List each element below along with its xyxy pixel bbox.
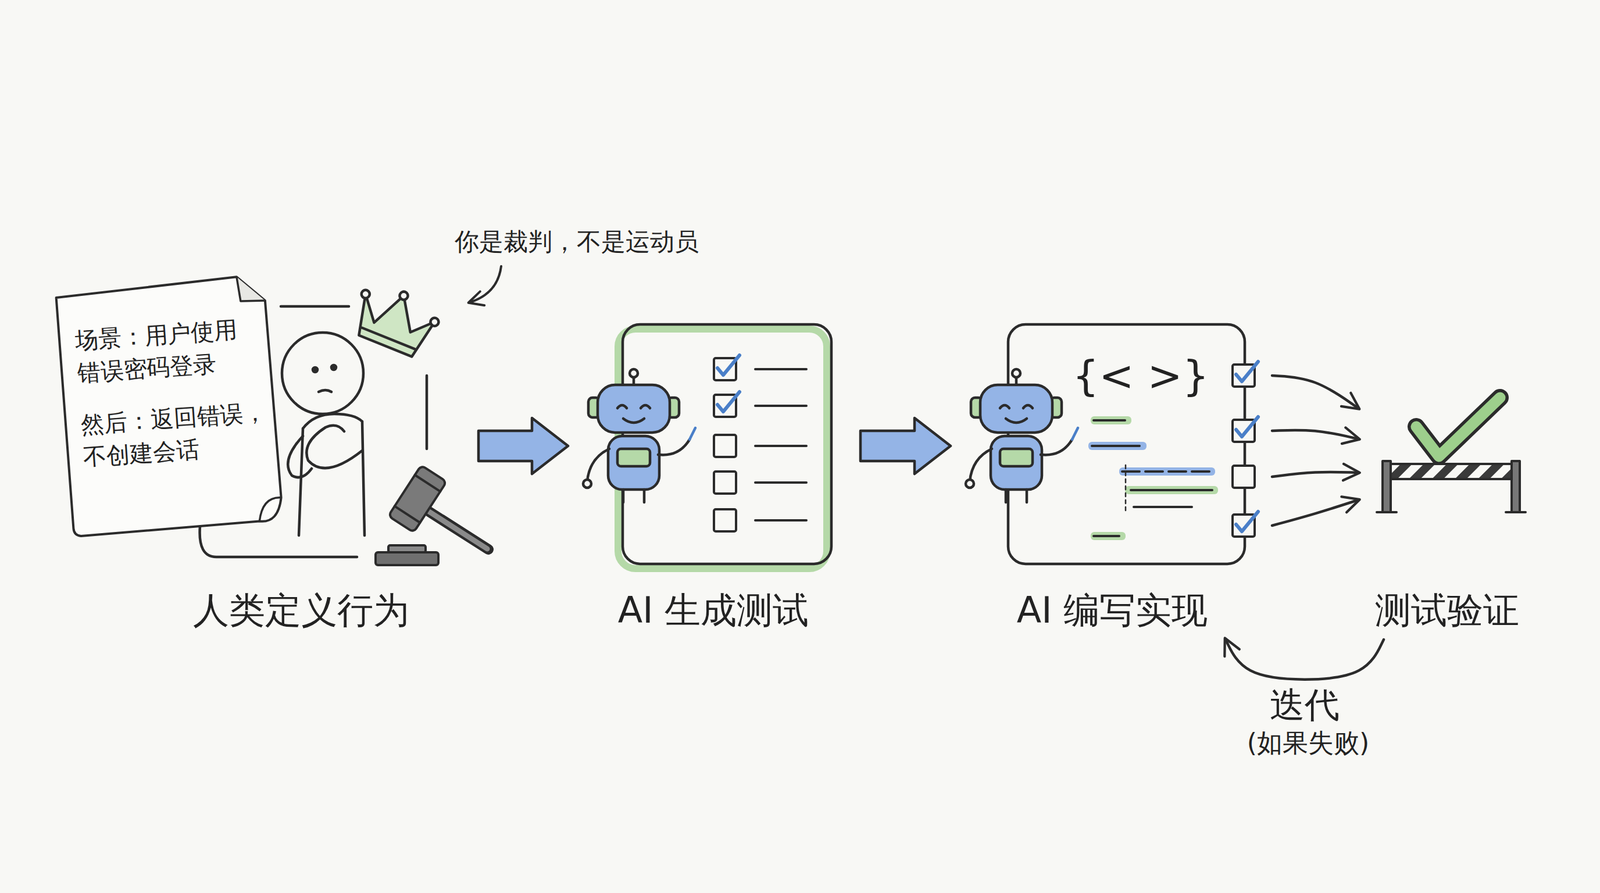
figure-mouth xyxy=(318,390,332,392)
figure-eye xyxy=(331,365,337,370)
condition-note: (如果失败) xyxy=(1162,725,1454,762)
checklist-line xyxy=(755,444,807,448)
crown-tip xyxy=(360,288,371,300)
code-line xyxy=(1093,534,1120,538)
stage-heading: AI 生成测试 xyxy=(568,585,859,637)
code-highlight xyxy=(1125,486,1219,495)
barrier-post xyxy=(1511,461,1520,513)
checkbox xyxy=(713,434,737,457)
code-highlight xyxy=(1090,531,1126,541)
stage-heading: 人类定义行为 xyxy=(155,585,447,637)
check-mark xyxy=(717,391,740,412)
figure-eye xyxy=(312,367,318,373)
code-indent-guide xyxy=(1125,465,1127,514)
block-arrow xyxy=(478,418,569,474)
barrier-foot xyxy=(1505,511,1526,514)
checklist-line xyxy=(755,481,807,484)
paper-fold xyxy=(236,275,266,303)
figure-body xyxy=(362,421,365,536)
figure-body xyxy=(298,428,303,536)
callout-arrow xyxy=(469,266,502,303)
scenario-text: 然后：返回错误，不创建会话 xyxy=(79,394,279,474)
box-outline xyxy=(1008,324,1245,564)
gavel-handle xyxy=(429,511,488,549)
code-line xyxy=(1093,419,1125,422)
check-mark xyxy=(717,355,740,375)
checkbox xyxy=(1232,465,1255,488)
pass-check xyxy=(1416,397,1500,457)
figure-thinking-arm xyxy=(306,425,363,469)
check-mark xyxy=(1236,416,1259,437)
callout-note: 你是裁判，不是运动员 xyxy=(373,225,781,260)
code-highlight xyxy=(1088,441,1147,450)
stage-heading: 测试验证 xyxy=(1359,585,1535,637)
check-mark xyxy=(1236,511,1259,532)
flow-arrow xyxy=(1272,430,1359,439)
barrier-post xyxy=(1382,461,1391,513)
test-generation-stage: AI 生成测试 xyxy=(572,319,855,640)
flow-arrow xyxy=(1272,472,1359,477)
gavel-handle xyxy=(429,511,489,550)
barrier-foot xyxy=(1376,511,1397,514)
robot-icon xyxy=(583,369,696,503)
checklist-line xyxy=(755,368,807,371)
check-mark xyxy=(1236,361,1259,382)
figure-arm xyxy=(287,436,312,478)
checkbox xyxy=(713,471,737,494)
code-highlight xyxy=(1119,467,1216,476)
frame-line xyxy=(280,305,349,309)
code-highlight xyxy=(1090,416,1132,425)
code-line xyxy=(1130,488,1213,492)
figure-head xyxy=(281,332,364,414)
block-arrow xyxy=(860,418,951,474)
crown-tip xyxy=(398,290,409,302)
frame-line xyxy=(200,526,357,557)
stage-heading: AI 编写实现 xyxy=(966,585,1258,637)
barrier-bar xyxy=(1390,463,1512,480)
crown-tip xyxy=(429,316,440,328)
crown-icon xyxy=(350,281,440,360)
flow-arrow xyxy=(1272,375,1359,409)
gavel-band xyxy=(415,475,441,492)
frame-line xyxy=(425,375,429,449)
scenario-text: 场景：用户使用错误密码登录 xyxy=(73,312,253,390)
robot-icon xyxy=(965,369,1078,503)
code-line xyxy=(1133,505,1192,509)
flow-arrow xyxy=(1272,500,1359,526)
gavel-head xyxy=(388,465,447,533)
checkbox xyxy=(713,509,737,532)
human-stage: 人类定义行为 场景：用户使用错误密码登录然后：返回错误，不创建会话 xyxy=(52,267,474,640)
code-symbol: {< >} xyxy=(1053,346,1228,406)
gavel-base xyxy=(388,545,426,553)
checklist-line xyxy=(755,519,807,522)
edge-label: 迭代 xyxy=(1188,680,1421,730)
gavel-band xyxy=(394,506,421,523)
gavel-base xyxy=(375,552,439,566)
paper-curl xyxy=(258,497,284,522)
crown-band xyxy=(362,327,416,350)
code-line xyxy=(1122,470,1210,473)
scenario-document: 场景：用户使用错误密码登录然后：返回错误，不创建会话 xyxy=(50,269,287,540)
verification-stage: 测试验证 xyxy=(1360,383,1535,640)
checklist-line xyxy=(755,404,807,407)
code-line xyxy=(1091,444,1140,448)
paper-outline xyxy=(55,275,284,537)
pass-check-outline xyxy=(1416,397,1500,457)
flow-arrow xyxy=(1225,639,1384,680)
